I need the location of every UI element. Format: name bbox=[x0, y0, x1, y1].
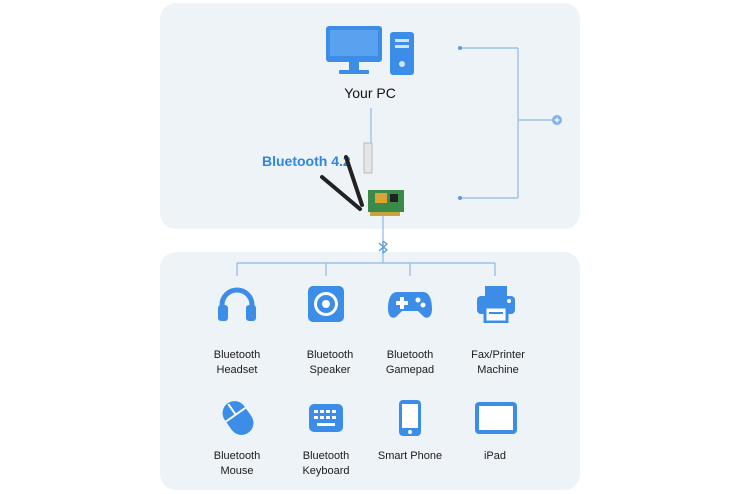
pcie-wifi-card-icon bbox=[320, 142, 404, 216]
speaker-icon bbox=[308, 286, 344, 322]
keyboard-icon bbox=[309, 404, 343, 432]
bluetooth-icon bbox=[378, 240, 388, 254]
device-label-smartphone: Smart Phone bbox=[377, 450, 443, 462]
device-label-tablet: iPad bbox=[483, 450, 507, 462]
smartphone-icon bbox=[399, 400, 421, 436]
tablet-icon bbox=[475, 402, 517, 434]
mouse-icon bbox=[222, 401, 254, 435]
headset-icon bbox=[218, 287, 256, 321]
printer-icon bbox=[477, 286, 515, 323]
pc-label: Your PC bbox=[344, 85, 396, 101]
bluetooth-version-label: Bluetooth 4.2 bbox=[262, 153, 351, 169]
gamepad-icon bbox=[388, 292, 432, 318]
desktop-pc-icon bbox=[326, 26, 414, 75]
